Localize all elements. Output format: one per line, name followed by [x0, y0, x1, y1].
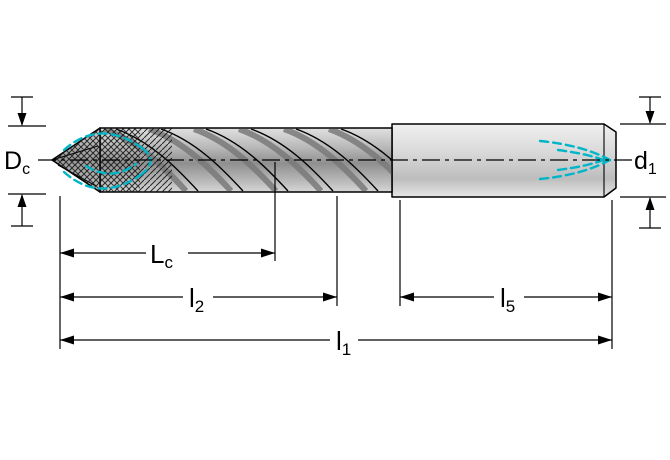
- arrow-d1-top: [645, 111, 655, 124]
- label-l1: l1: [336, 326, 351, 359]
- dimension-dc: Dc: [4, 96, 46, 227]
- dimension-d1: d1: [620, 96, 666, 229]
- label-lc: Lc: [150, 239, 173, 272]
- label-lc-bg: [146, 238, 188, 268]
- dimension-l5: l5: [400, 282, 612, 316]
- dimension-l1: l1: [60, 325, 612, 359]
- arrow-dc-top: [17, 113, 27, 126]
- label-d1: d1: [634, 147, 657, 178]
- coolant-channel-arcs-shank: [538, 139, 612, 181]
- dimension-lc: Lc: [60, 238, 275, 272]
- label-dc: Dc: [4, 147, 30, 178]
- extension-lines: [59, 162, 613, 349]
- dimension-l2: l2: [60, 282, 337, 316]
- arrow-lc-left: [60, 248, 74, 258]
- label-l5-bg: [494, 282, 524, 312]
- arrow-d1-bottom: [645, 197, 655, 210]
- label-l2: l2: [189, 283, 204, 316]
- arrow-l5-left: [400, 292, 414, 302]
- arrow-l1-right: [598, 335, 612, 345]
- label-l1-bg: [330, 325, 358, 355]
- arrow-l1-left: [60, 335, 74, 345]
- label-l2-bg: [183, 282, 213, 312]
- arrow-l5-right: [598, 292, 612, 302]
- arrow-l2-right: [323, 292, 337, 302]
- arrow-l2-left: [60, 292, 74, 302]
- arrow-dc-bottom: [17, 194, 27, 207]
- label-l5: l5: [500, 283, 515, 316]
- arrow-lc-right: [261, 248, 275, 258]
